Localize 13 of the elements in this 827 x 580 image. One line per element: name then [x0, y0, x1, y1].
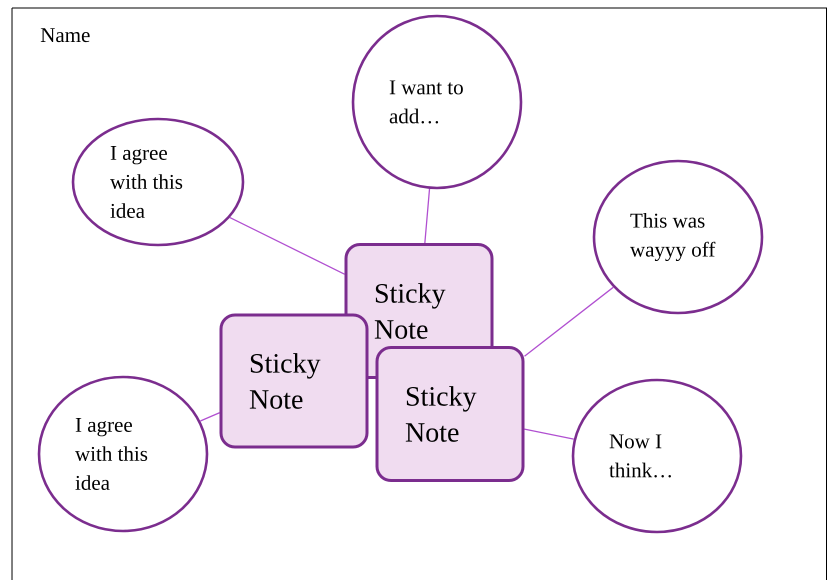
connector-line — [524, 428, 574, 440]
sticky-note: Sticky Note — [376, 346, 524, 482]
sticky-note: Sticky Note — [220, 314, 368, 448]
name-label: Name — [40, 28, 90, 42]
connector-line — [200, 412, 220, 422]
speech-bubble: I agree with this idea — [38, 376, 208, 532]
speech-bubble: This was wayyy off — [592, 160, 764, 314]
connector-line — [230, 216, 345, 275]
speech-bubble: I agree with this idea — [72, 118, 244, 246]
speech-bubble: I want to add… — [352, 14, 522, 190]
connector-line — [524, 286, 614, 357]
speech-bubble: Now I think… — [572, 378, 742, 534]
connector-line — [424, 188, 430, 244]
